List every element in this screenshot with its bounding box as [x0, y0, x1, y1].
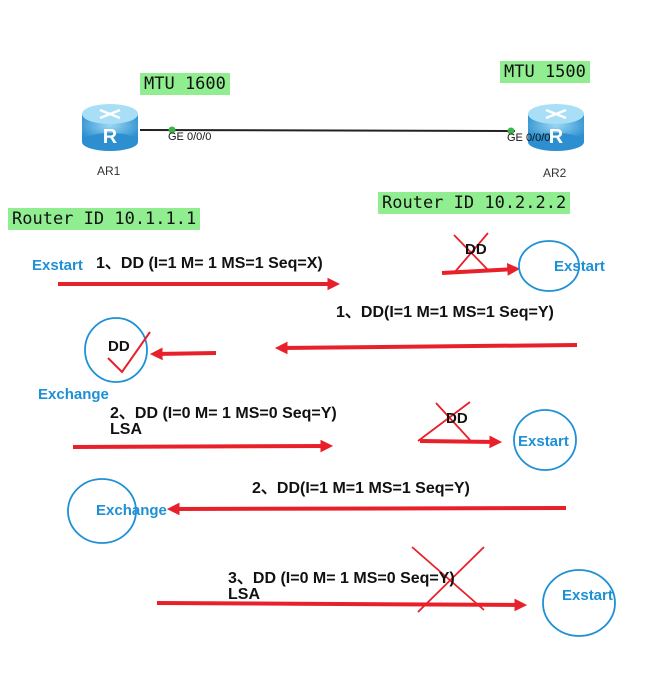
message-5: 3、DD (I=0 M= 1 MS=0 Seq=Y)	[228, 570, 455, 587]
message-1: 1、DD (I=1 M= 1 MS=1 Seq=X)	[96, 255, 323, 272]
reject-cross-2	[417, 401, 471, 442]
svg-text:R: R	[549, 126, 564, 148]
dd-mark-2: DD	[108, 338, 130, 355]
ethernet-link	[139, 129, 516, 132]
arrow-msg-4	[166, 502, 567, 516]
message-3: 2、DD (I=0 M= 1 MS=0 Seq=Y)	[110, 405, 337, 422]
arrow-dd-forward-2	[419, 435, 503, 449]
ar1-mtu-label: MTU 1600	[140, 73, 230, 95]
ar2-router-id: Router ID 10.2.2.2	[378, 192, 571, 214]
ar2-port-label: GE 0/0/0	[507, 132, 551, 144]
state-circle-ar2-1	[518, 240, 580, 292]
message-3-lsa: LSA	[110, 421, 142, 438]
arrow-msg-3	[72, 439, 334, 453]
router-icon: R	[82, 104, 138, 151]
ar2-port-status-dot	[507, 127, 515, 135]
arrow-dd-reply-1	[149, 347, 217, 361]
reject-cross-3	[411, 546, 485, 613]
arrow-msg-2	[274, 341, 578, 355]
ar1-device-label: AR1	[97, 164, 121, 178]
dd-mark-1: DD	[465, 241, 487, 258]
state-circle-ar1-1	[84, 317, 148, 383]
router-icon: R	[528, 104, 584, 151]
reject-cross-1	[453, 232, 491, 274]
arrow-msg-5	[156, 598, 528, 612]
message-2: 1、DD(I=1 M=1 MS=1 Seq=Y)	[336, 304, 554, 321]
accept-check	[107, 331, 151, 374]
ar1-state-exchange-2: Exchange	[96, 502, 167, 519]
ar1-port-label: GE 0/0/0	[168, 131, 212, 143]
ar1-state-exstart: Exstart	[32, 257, 83, 274]
ar2-state-exstart-2: Exstart	[518, 433, 569, 450]
ar2-device-label: AR2	[543, 166, 567, 180]
state-circle-ar2-3	[542, 569, 616, 637]
state-circle-ar2-2	[513, 409, 577, 471]
state-circle-ar1-2	[67, 478, 137, 544]
ar1-port-status-dot	[168, 126, 176, 134]
message-5-lsa: LSA	[228, 586, 260, 603]
ar1-router-id: Router ID 10.1.1.1	[8, 208, 201, 230]
ar2-state-exstart-3: Exstart	[562, 587, 613, 604]
dd-mark-3: DD	[446, 410, 468, 427]
arrow-dd-forward-1	[441, 263, 521, 276]
ar1-state-exchange-1: Exchange	[38, 386, 109, 403]
svg-text:R: R	[103, 126, 118, 148]
ar2-mtu-label: MTU 1500	[500, 61, 590, 83]
message-4: 2、DD(I=1 M=1 MS=1 Seq=Y)	[252, 480, 470, 497]
ar2-state-exstart-1: Exstart	[554, 258, 605, 275]
